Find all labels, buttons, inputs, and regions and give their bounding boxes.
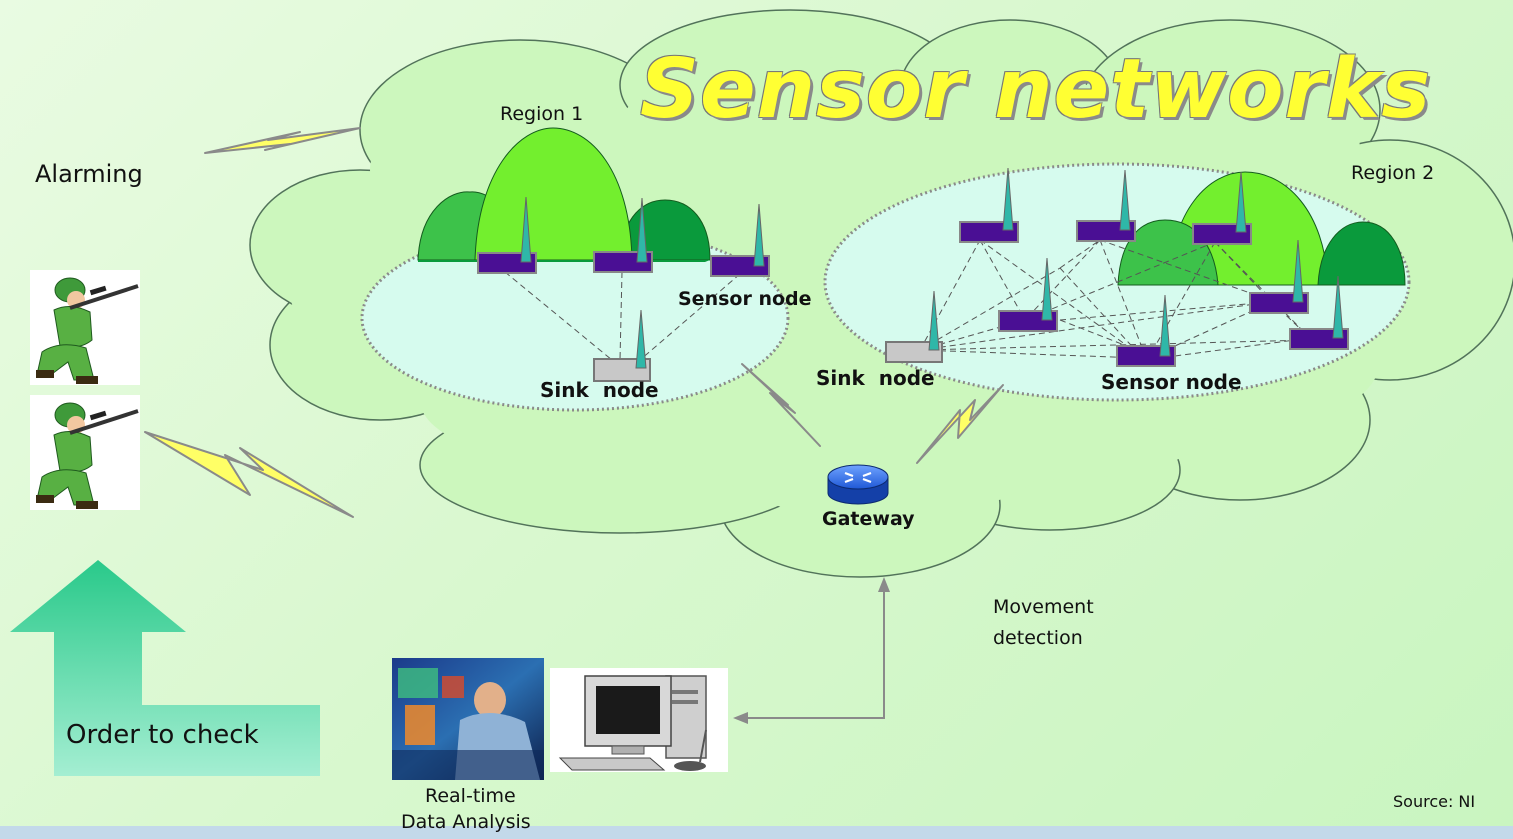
lightning-icon <box>204 127 361 154</box>
lightning-icon <box>741 363 821 447</box>
sensor-node-icon <box>1289 275 1349 350</box>
links-region-1 <box>504 271 741 361</box>
sensor-node-icon <box>593 197 653 273</box>
gateway-label: Gateway <box>822 508 915 530</box>
analysis-label-line-2: Data Analysis <box>401 811 531 833</box>
lightning-icon <box>916 384 1004 464</box>
alarming-label: Alarming <box>35 160 143 188</box>
region-2-label: Region 2 <box>1351 162 1435 184</box>
soldier-icon <box>30 270 140 385</box>
sink-node-icon <box>885 290 943 363</box>
footer-band <box>0 826 1513 839</box>
soldier-icon <box>30 395 140 510</box>
operator-photo <box>392 658 544 780</box>
sensor-node-icon <box>1116 294 1176 367</box>
sink-node-label-region-2: Sink node <box>816 366 935 390</box>
sensor-node-label-region-2: Sensor node <box>1101 370 1242 394</box>
sensor-node-label-region-1: Sensor node <box>678 288 812 310</box>
movement-detection-line-2: detection <box>993 627 1083 649</box>
page-title: Sensor networks <box>640 42 1432 137</box>
analysis-label-line-1: Real-time <box>425 785 516 807</box>
region-1 <box>360 127 790 412</box>
sensor-node-icon <box>998 257 1058 332</box>
sensor-node-icon <box>710 203 770 277</box>
sensor-node-icon <box>1249 239 1309 314</box>
lightning-icon <box>144 431 354 518</box>
sensor-node-icon <box>1076 169 1136 242</box>
order-to-check-label: Order to check <box>66 720 259 750</box>
region-2 <box>823 162 1411 402</box>
green-up-arrow <box>10 560 320 776</box>
sink-node-icon <box>593 309 651 382</box>
movement-detection-line-1: Movement <box>993 596 1094 618</box>
source-label: Source: NI <box>1393 792 1476 811</box>
gateway-computer-link <box>733 577 890 724</box>
sensor-node-icon <box>959 167 1019 243</box>
sensor-node-icon <box>1192 171 1252 245</box>
sensor-node-icon <box>477 196 537 274</box>
gateway-router-icon <box>827 464 889 505</box>
sink-node-label-region-1: Sink node <box>540 378 659 402</box>
computer-icon <box>550 668 728 772</box>
region-1-label: Region 1 <box>500 103 584 125</box>
sensor-nodes <box>477 167 1349 367</box>
